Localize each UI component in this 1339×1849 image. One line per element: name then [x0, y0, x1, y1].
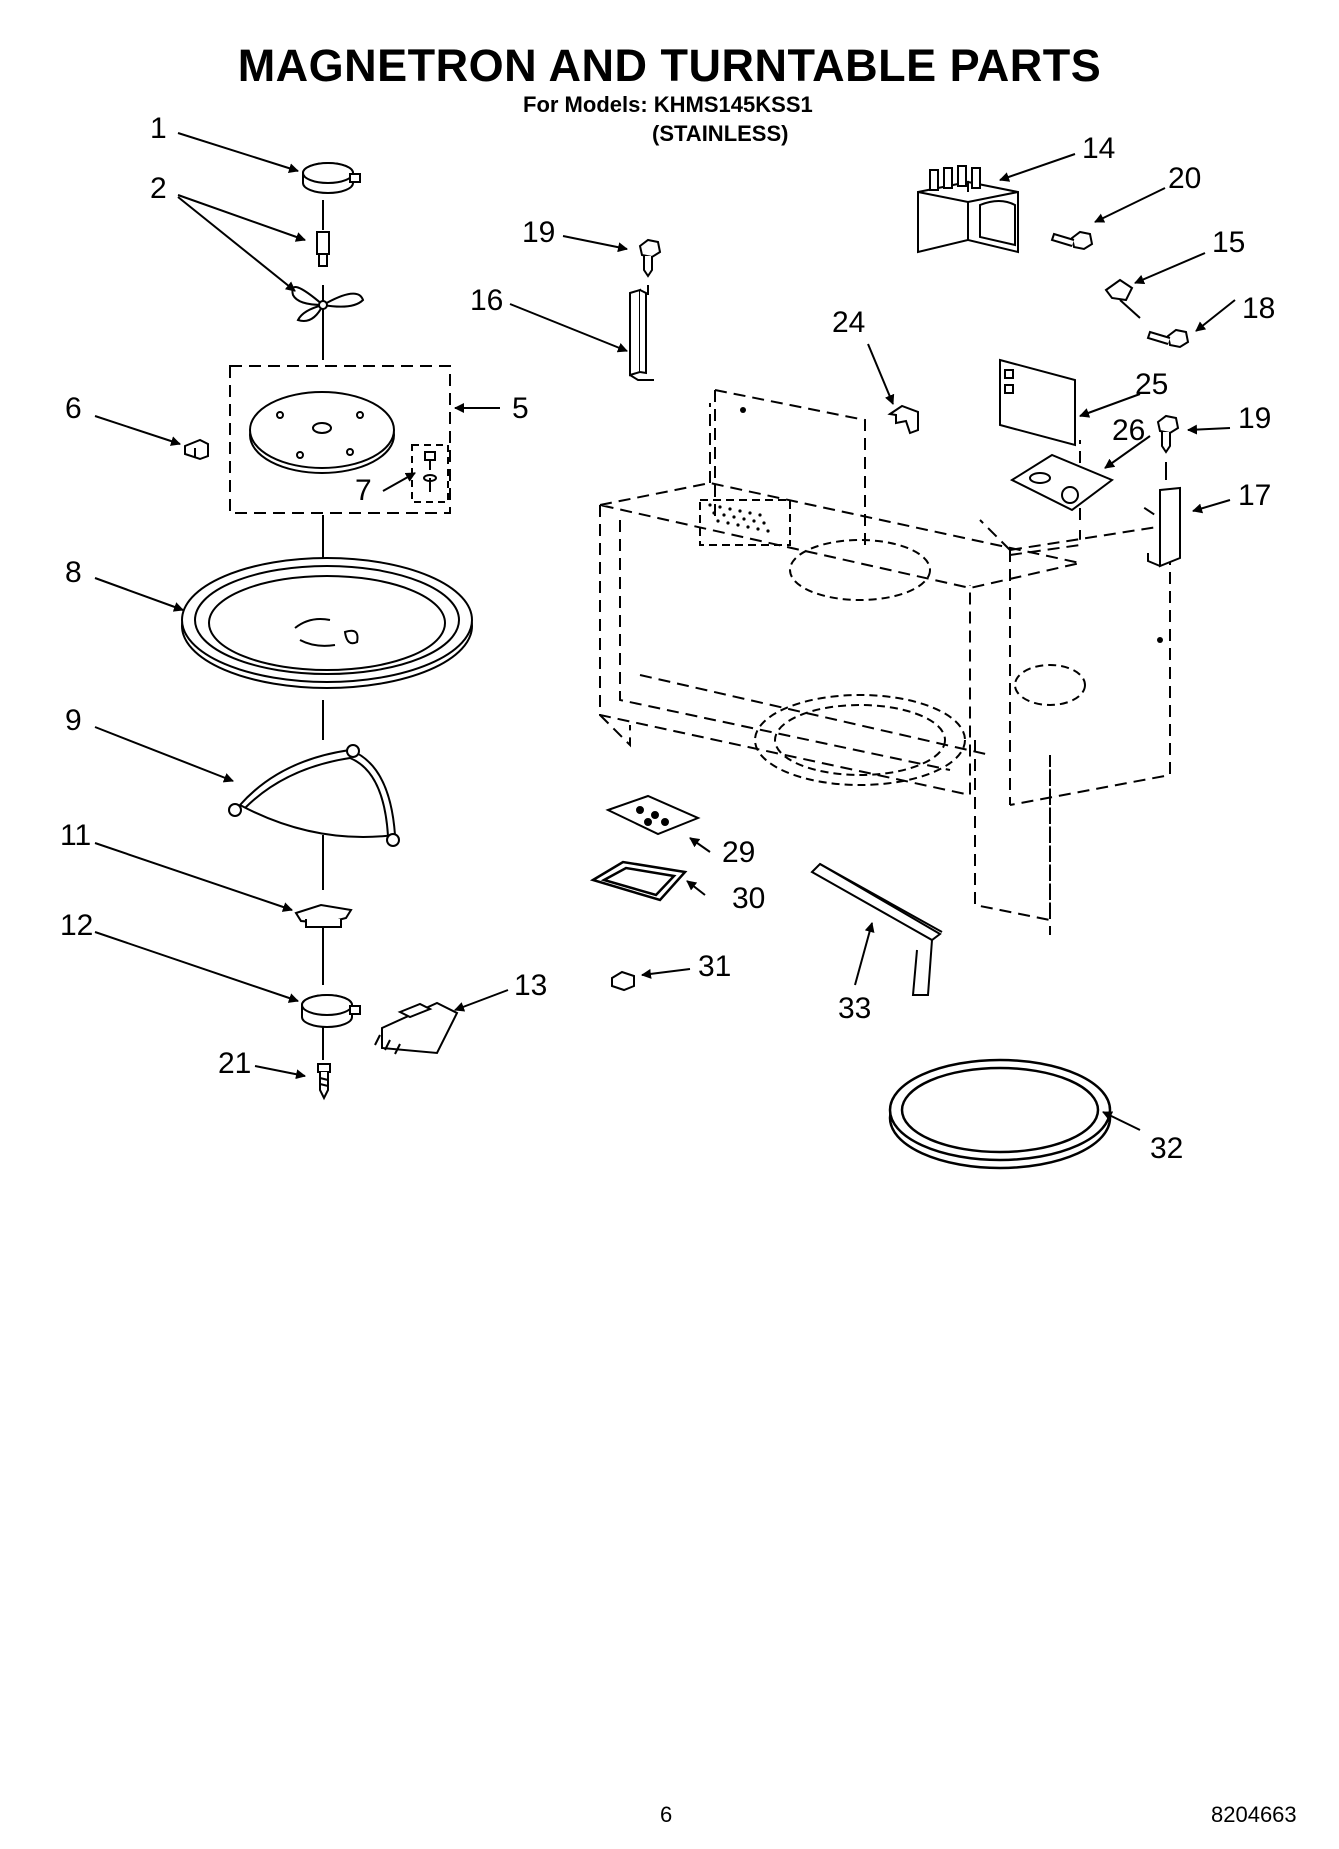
callout-arrows	[94, 132, 1236, 1131]
bracket-part-17	[1147, 486, 1181, 568]
callout-15: 15	[1212, 226, 1245, 259]
screw-part-19-right	[1156, 414, 1180, 480]
roller-ring-part	[228, 744, 400, 847]
screw-part-20	[1050, 230, 1094, 251]
switch-part	[374, 1001, 459, 1055]
coupler-part	[294, 903, 353, 928]
callout-21: 21	[218, 1047, 251, 1080]
callout-5: 5	[512, 392, 529, 425]
callout-24: 24	[832, 306, 865, 339]
bracket-part-24	[887, 404, 919, 435]
clip-part	[184, 438, 209, 461]
callout-7: 7	[355, 474, 372, 507]
turntable-motor-part	[301, 994, 361, 1028]
filter-part	[605, 794, 701, 836]
document-number: 8204663	[1211, 1802, 1297, 1827]
callout-32: 32	[1150, 1132, 1183, 1165]
callout-18: 18	[1242, 292, 1275, 325]
microwave-cavity-outline	[599, 389, 1171, 935]
callout-17: 17	[1238, 479, 1271, 512]
cavity-details	[699, 499, 1086, 786]
callout-30: 30	[732, 882, 765, 915]
callout-25: 25	[1135, 368, 1168, 401]
callout-14: 14	[1082, 132, 1115, 165]
motor-part	[302, 162, 361, 194]
bracket-part-16	[629, 288, 654, 381]
screw-part-21	[317, 1063, 331, 1101]
callout-12: 12	[60, 909, 93, 942]
callout-11: 11	[60, 819, 91, 852]
glass-tray-part	[181, 557, 473, 689]
insulator-part	[999, 358, 1076, 447]
callout-20: 20	[1168, 162, 1201, 195]
callout-31: 31	[698, 950, 731, 983]
callout-13: 13	[514, 969, 547, 1002]
callout-6: 6	[65, 392, 82, 425]
callout-26: 26	[1112, 414, 1145, 447]
grease-filter-part	[589, 860, 688, 902]
callout-29: 29	[722, 836, 755, 869]
thermostat-plate-part	[1009, 453, 1114, 512]
models-line: For Models: KHMS145KSS1	[523, 92, 813, 117]
callout-16: 16	[470, 284, 503, 317]
page-number: 6	[660, 1802, 673, 1827]
fan-blade-part	[291, 231, 365, 322]
stirrer-assembly-box	[229, 365, 451, 514]
callout-19-right: 19	[1238, 402, 1271, 435]
callout-2: 2	[150, 172, 167, 205]
variant-line: (STAINLESS)	[652, 121, 789, 146]
callout-8: 8	[65, 556, 82, 589]
callout-33: 33	[838, 992, 871, 1025]
tray-part	[888, 1058, 1112, 1170]
clip-part-31	[611, 970, 635, 992]
screw-part-18	[1146, 328, 1190, 349]
cavity-vent-dots	[708, 407, 1163, 643]
capacitor-part	[917, 165, 1019, 254]
clip-part-15	[1104, 278, 1141, 319]
page-title: MAGNETRON AND TURNTABLE PARTS	[237, 40, 1102, 91]
callout-1: 1	[150, 112, 167, 145]
callout-9: 9	[65, 704, 82, 737]
door-strip-part	[810, 862, 943, 996]
screw-part-19-top	[638, 238, 662, 295]
callout-19-top: 19	[522, 216, 555, 249]
